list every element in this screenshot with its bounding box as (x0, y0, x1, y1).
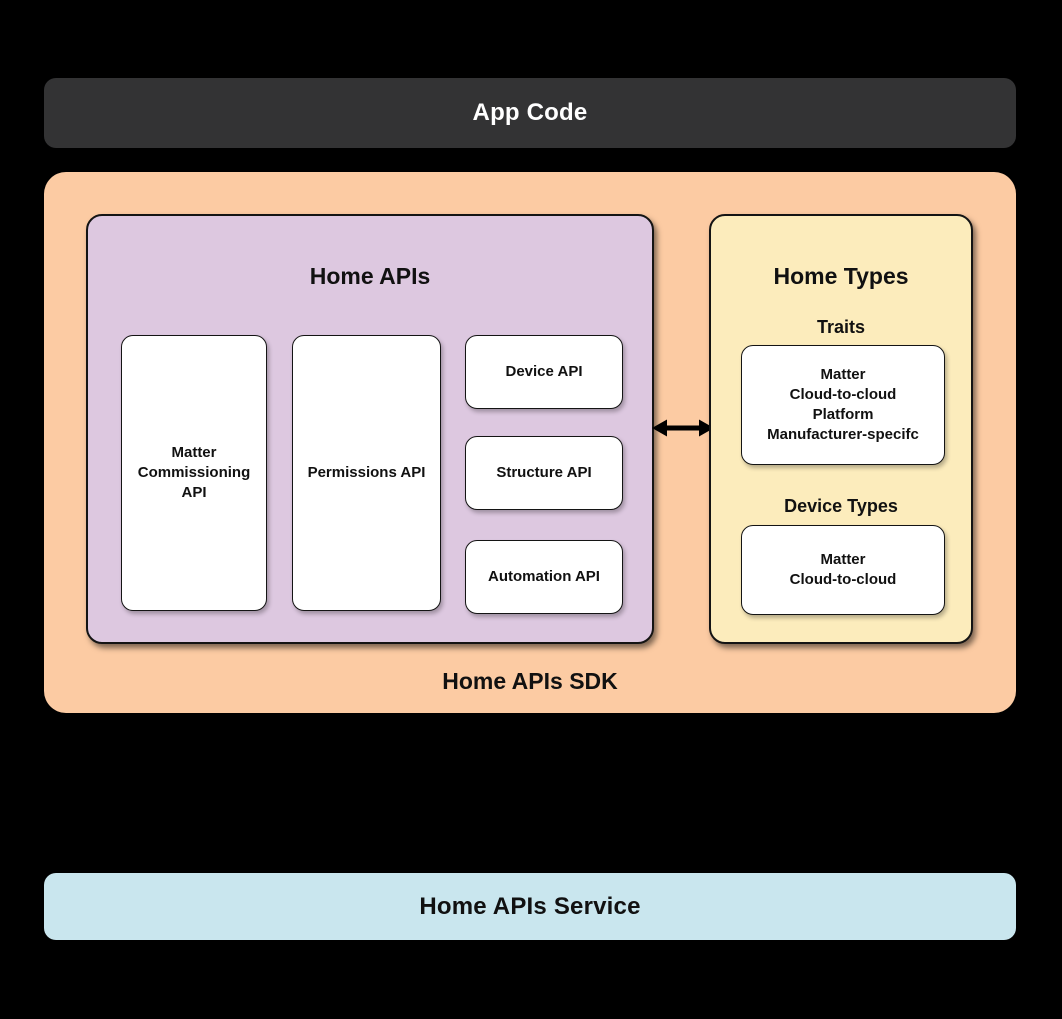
card-device-api: Device API (465, 335, 623, 409)
home-types-title: Home Types (773, 263, 909, 289)
home-types-panel: Home Types Traits Matter Cloud-to-cloud … (709, 214, 973, 644)
traits-heading: Traits (816, 317, 866, 337)
home-apis-service-bar: Home APIs Service (44, 873, 1016, 940)
app-code-label: App Code (472, 99, 588, 126)
home-apis-sdk-container: Home APIs Matter Commissioning API Permi… (44, 172, 1016, 713)
sdk-label: Home APIs SDK (442, 668, 618, 694)
bidirectional-arrow-icon (652, 417, 714, 439)
home-apis-title: Home APIs (309, 263, 431, 289)
card-automation-api: Automation API (465, 540, 623, 614)
app-code-bar: App Code (44, 78, 1016, 148)
traits-card: Matter Cloud-to-cloud Platform Manufactu… (741, 345, 945, 465)
card-permissions-api: Permissions API (292, 335, 441, 611)
service-label: Home APIs Service (419, 892, 641, 920)
card-structure-api: Structure API (465, 436, 623, 510)
device-types-heading: Device Types (784, 496, 898, 516)
device-types-card: Matter Cloud-to-cloud (741, 525, 945, 615)
card-matter-commissioning-api: Matter Commissioning API (121, 335, 267, 611)
home-apis-panel: Home APIs Matter Commissioning API Permi… (86, 214, 654, 644)
